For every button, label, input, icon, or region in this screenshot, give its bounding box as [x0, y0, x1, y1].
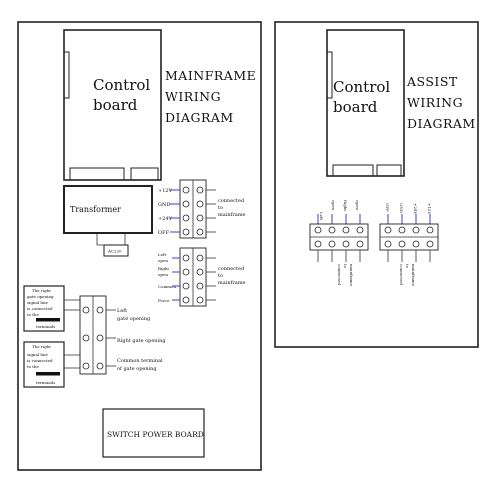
- signal-box-2-line: is connected: [27, 358, 53, 363]
- lower-note-1: connected: [218, 266, 245, 272]
- lower-screws: [182, 254, 204, 304]
- mainframe-title-3: DIAGRAM: [165, 110, 234, 125]
- assist-left-label: Left: [319, 212, 324, 221]
- switch-power-board: [102, 408, 205, 458]
- relay-label-common: Common terminal: [117, 358, 163, 364]
- assist-left-terminal-labels: Left open Right open: [319, 200, 360, 221]
- lower-terminal-label: Left: [158, 252, 167, 257]
- signal-box-1-line: to the: [27, 312, 39, 317]
- main-board-slot-left: [69, 167, 125, 181]
- signal-box-2: [23, 341, 65, 388]
- transformer-tag: AC220: [107, 249, 122, 254]
- assist-right-screws: [384, 226, 434, 248]
- lower-note-2: to: [218, 273, 223, 279]
- main-board-connector: [63, 51, 70, 99]
- assist-control-board-label-1: Control: [333, 78, 390, 96]
- transformer-label: Transformer: [70, 205, 121, 214]
- switch-power-board-label: SWITCH POWER BOARD: [107, 430, 204, 439]
- signal-box-2-line: terminals: [36, 380, 55, 385]
- main-control-board-label-1: Control: [93, 76, 150, 94]
- assist-title-3: DIAGRAM: [407, 116, 476, 131]
- upper-terminal-label: +12V: [158, 188, 173, 194]
- transformer-tag-box: [103, 244, 129, 257]
- assist-left-screws: [314, 226, 364, 248]
- assist-panel: [274, 21, 479, 348]
- assist-right-terminal-labels: OFF GND +24V +12V: [385, 203, 432, 214]
- assist-title-1: ASSIST: [406, 74, 458, 89]
- signal-box-2-line: The right: [32, 344, 51, 349]
- upper-note-2: to: [218, 205, 223, 211]
- assist-right-label: +24V: [413, 203, 418, 214]
- assist-left-label: open: [331, 200, 336, 210]
- upper-terminal-label: GND: [158, 202, 170, 208]
- signal-box-2-line: to the: [27, 364, 39, 369]
- lower-terminal-label: Common: [158, 284, 176, 289]
- assist-right-label: OFF: [385, 203, 390, 212]
- assist-left-label: open: [355, 200, 360, 210]
- assist-left-note-2: to: [343, 264, 348, 269]
- assist-right-note-1: connected: [399, 264, 404, 285]
- upper-terminal-label: OFF: [158, 230, 170, 236]
- assist-board-connector: [326, 51, 333, 99]
- upper-terminal-label: +24V: [158, 216, 173, 222]
- assist-left-note-3: mainframe: [349, 264, 354, 287]
- lower-terminal-label: Right: [158, 266, 169, 271]
- main-control-board-label-2: board: [93, 96, 138, 114]
- main-board-slot-right: [130, 167, 159, 181]
- assist-right-note-2: to: [405, 264, 410, 269]
- assist-right-label: GND: [399, 203, 404, 213]
- relay-label-right: Right gate opening: [117, 338, 166, 344]
- upper-screws: [182, 186, 204, 236]
- assist-right-note-3: mainframe: [411, 264, 416, 287]
- lower-note-3: mainframe: [218, 280, 246, 286]
- mainframe-title-1: MAINFRAME: [165, 68, 256, 83]
- relay-screws: [82, 306, 104, 370]
- assist-left-label: Right: [343, 200, 348, 211]
- upper-terminal-labels: +12V GND +24V OFF: [158, 188, 173, 236]
- assist-right-label: +12V: [427, 203, 432, 214]
- assist-title-2: WIRING: [407, 95, 463, 110]
- transformer-box: [63, 185, 153, 234]
- upper-note-3: mainframe: [218, 212, 246, 218]
- signal-box-1-line: The right: [32, 288, 51, 293]
- signal-box-1: [23, 285, 65, 332]
- relay-label-left-2: gate opening: [117, 316, 151, 322]
- lower-terminal-label: open: [158, 258, 168, 263]
- signal-box-2-bar: [36, 372, 60, 376]
- assist-control-board-label-2: board: [333, 98, 378, 116]
- relay-label-left: Left: [117, 308, 127, 314]
- assist-board-slot-left: [332, 164, 374, 177]
- mainframe-title-2: WIRING: [165, 89, 221, 104]
- signal-box-1-line: signal line: [27, 300, 49, 305]
- lower-terminal-label: Force: [158, 298, 170, 303]
- signal-box-1-line: gate opening: [27, 294, 54, 299]
- mainframe-panel: [17, 21, 262, 471]
- lower-terminal-labels: Left open Right open Common Force: [158, 252, 176, 303]
- upper-note-1: connected: [218, 198, 245, 204]
- signal-box-2-line: signal line: [27, 352, 49, 357]
- signal-box-1-line: terminals: [36, 324, 55, 329]
- relay-label-common-2: of gate opening: [117, 366, 157, 372]
- lower-terminal-label: open: [158, 272, 168, 277]
- signal-box-1-line: is connected: [27, 306, 53, 311]
- assist-left-note-1: connected: [337, 264, 342, 285]
- signal-box-1-bar: [36, 318, 60, 322]
- assist-board-slot-right: [376, 164, 402, 177]
